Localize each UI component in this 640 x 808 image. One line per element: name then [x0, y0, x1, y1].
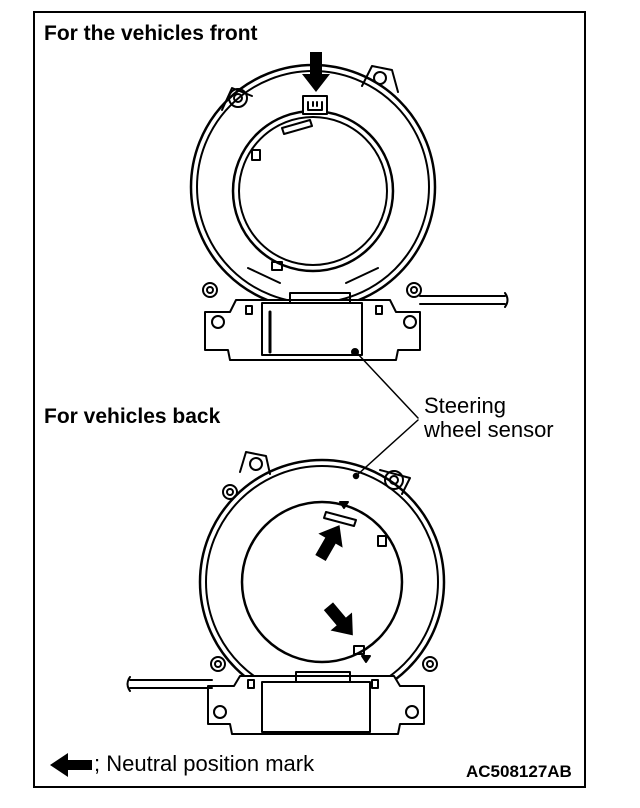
legend-arrow-icon — [50, 753, 92, 777]
figure-frame — [33, 11, 586, 788]
front-neutral-arrow-icon — [302, 52, 330, 92]
front-view-title: For the vehicles front — [44, 22, 258, 45]
legend-text: ; Neutral position mark — [94, 751, 315, 776]
back-neutral-arrow-1-icon — [315, 525, 343, 561]
back-neutral-arrow-2-icon — [323, 602, 353, 636]
back-sensor — [126, 451, 446, 735]
figure-code: AC508127AB — [466, 762, 572, 781]
callout-leaders — [352, 351, 419, 480]
front-sensor — [189, 63, 509, 361]
callout-label-line1: Steering — [424, 393, 506, 418]
back-view-title: For vehicles back — [44, 405, 221, 428]
callout-label-line2: wheel sensor — [424, 417, 554, 442]
